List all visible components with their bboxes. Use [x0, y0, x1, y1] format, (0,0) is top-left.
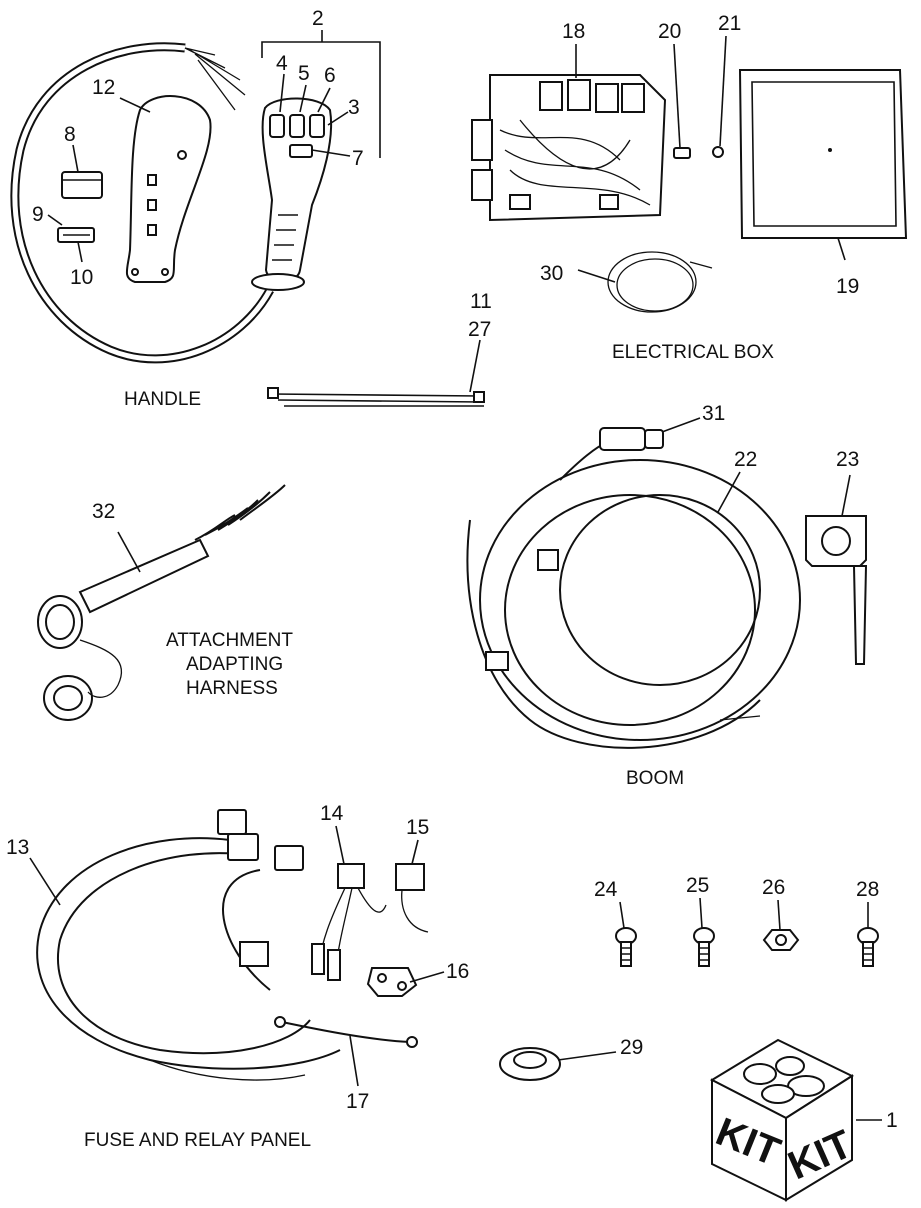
section-attachment-line1: ATTACHMENT	[166, 630, 293, 651]
callout-24: 24	[594, 878, 618, 901]
diode-part-16	[366, 967, 418, 997]
callout-9: 9	[32, 203, 44, 226]
section-fuse-relay-panel: FUSE AND RELAY PANEL	[84, 1130, 311, 1151]
callout-14: 14	[320, 802, 344, 825]
relay-part-15	[395, 863, 429, 933]
handle-assembly-part-2	[251, 97, 333, 291]
callout-5: 5	[298, 62, 310, 85]
callout-13: 13	[6, 836, 29, 859]
section-electrical-box: ELECTRICAL BOX	[612, 342, 774, 363]
electrical-box-part-18	[471, 74, 667, 222]
callout-8: 8	[64, 123, 76, 146]
callout-6: 6	[324, 64, 336, 87]
callout-27: 27	[468, 318, 491, 341]
callout-3: 3	[348, 96, 360, 119]
callout-22: 22	[734, 448, 757, 471]
grommet-part-29	[499, 1047, 561, 1081]
callout-11: 11	[470, 290, 492, 313]
section-attachment-line3: HARNESS	[186, 678, 278, 699]
boom-harness-part-22	[466, 427, 801, 749]
callout-32: 32	[92, 500, 115, 523]
callout-23: 23	[836, 448, 859, 471]
screw-part-20	[673, 147, 691, 159]
callout-28: 28	[856, 878, 879, 901]
section-boom: BOOM	[626, 768, 684, 789]
bracket-part-23	[805, 515, 868, 665]
nut-part-26	[762, 929, 800, 951]
section-attachment-line2: ADAPTING	[186, 654, 283, 675]
cable-ties-part-11-27	[267, 387, 485, 407]
connector-part-8	[61, 171, 103, 199]
callout-19: 19	[836, 275, 859, 298]
callout-10: 10	[70, 266, 93, 289]
callout-4: 4	[276, 52, 288, 75]
wire-coil-part-30	[607, 251, 713, 313]
connector-part-9-10	[57, 227, 95, 243]
screw-part-25	[693, 927, 715, 967]
fuse-panel-harness-part-13	[36, 809, 341, 1081]
section-handle: HANDLE	[124, 389, 201, 410]
callout-31: 31	[702, 402, 725, 425]
callout-30: 30	[540, 262, 563, 285]
cover-part-19	[738, 69, 908, 239]
callout-1: 1	[886, 1109, 898, 1132]
callout-17: 17	[346, 1090, 369, 1113]
handle-grip-part-12	[125, 95, 212, 283]
kit-box-part-1: KIT KIT	[710, 1038, 858, 1202]
callout-29: 29	[620, 1036, 643, 1059]
callout-7: 7	[352, 147, 364, 170]
callout-26: 26	[762, 876, 785, 899]
callout-20: 20	[658, 20, 681, 43]
callout-15: 15	[406, 816, 429, 839]
screw-part-28	[857, 927, 879, 967]
callout-21: 21	[718, 12, 741, 35]
handle-harness-loop	[10, 42, 274, 364]
relay-part-14	[311, 863, 387, 981]
callout-2: 2	[312, 7, 324, 30]
callout-18: 18	[562, 20, 585, 43]
nut-part-21	[712, 146, 724, 158]
callout-12: 12	[92, 76, 115, 99]
ground-strap-part-17	[274, 1016, 418, 1048]
attachment-harness-part-32	[37, 484, 286, 721]
callout-16: 16	[446, 960, 469, 983]
callout-25: 25	[686, 874, 709, 897]
bracket-2	[261, 30, 381, 158]
screw-part-24	[615, 927, 637, 967]
